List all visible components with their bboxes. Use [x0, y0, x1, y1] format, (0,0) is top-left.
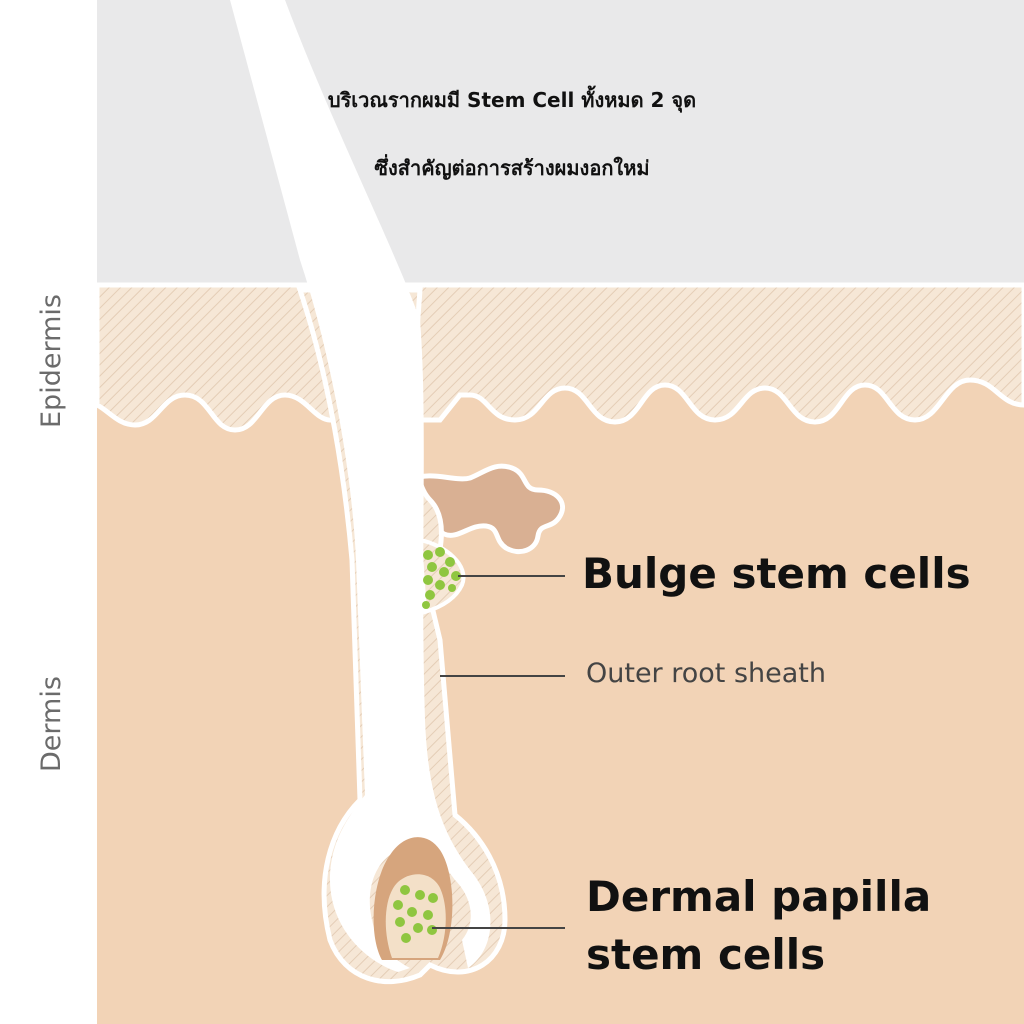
- bulge-stem-cells-label: Bulge stem cells: [582, 549, 971, 598]
- dermal-papilla-label-line-1: Dermal papilla: [586, 872, 932, 921]
- outer-root-sheath-label: Outer root sheath: [586, 658, 826, 689]
- title-line-1: บริเวณรากผมมี Stem Cell ทั้งหมด 2 จุด: [327, 88, 697, 112]
- papilla-core: [385, 874, 446, 958]
- papilla-stem-cells: [393, 885, 438, 943]
- hair-shaft: [230, 0, 491, 972]
- title-line-2: ซึ่งสำคัญต่อการสร้างผมงอกใหม่: [374, 156, 650, 180]
- dermis-label: Dermis: [36, 676, 67, 772]
- epidermis-label: Epidermis: [36, 294, 67, 428]
- bulge-stem-cells: [422, 547, 461, 609]
- dermal-papilla-label-line-2: stem cells: [586, 930, 826, 979]
- dermis-layer: [97, 380, 1024, 1024]
